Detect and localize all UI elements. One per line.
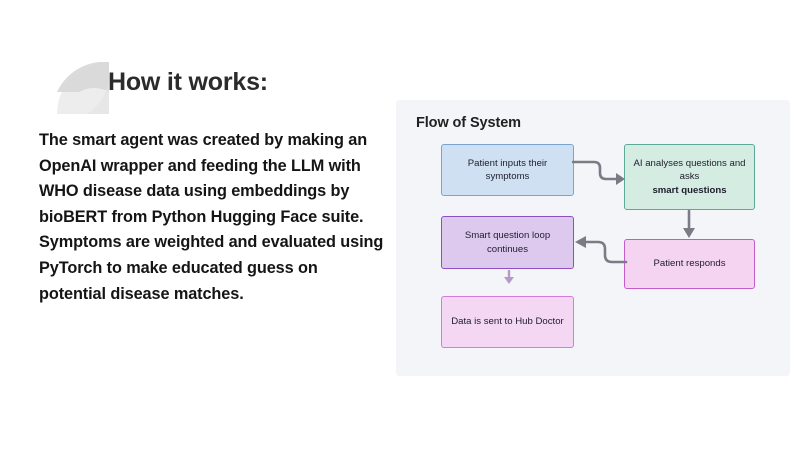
flow-node-patient-responds[interactable]: Patient responds <box>624 239 755 289</box>
left-text-column: How it works: The smart agent was create… <box>0 0 396 453</box>
flow-node-hub-doctor[interactable]: Data is sent to Hub Doctor <box>441 296 574 348</box>
flow-node-ai-analyses[interactable]: AI analyses questions and asks smart que… <box>624 144 755 210</box>
diagram-title: Flow of System <box>416 115 521 131</box>
flow-node-patient-inputs[interactable]: Patient inputs their symptoms <box>441 144 574 196</box>
flow-node-label: Patient responds <box>653 258 726 270</box>
flow-node-label: AI analyses questions and asks <box>633 157 746 183</box>
flow-node-label: Patient inputs their symptoms <box>467 157 548 183</box>
flow-node-label: Data is sent to Hub Doctor <box>451 316 564 328</box>
flow-node-label: Smart question loop continues <box>464 230 551 255</box>
body-paragraph: The smart agent was created by making an… <box>39 131 384 303</box>
connector-patient-responds-to-smart-loop <box>572 234 630 275</box>
connector-smart-loop-to-hub-doctor <box>500 269 518 295</box>
flow-node-smart-question-loop[interactable]: Smart question loop continues <box>441 216 574 269</box>
connector-patient-inputs-to-ai-analyses <box>571 156 630 195</box>
page-title: How it works: <box>108 68 268 96</box>
decorative-quarter-circle-icon <box>57 61 110 114</box>
flow-node-label-wrapper: AI analyses questions and asks smart que… <box>631 157 748 198</box>
flow-diagram-panel: Flow of System Patient inputs their symp… <box>396 100 790 376</box>
flow-node-label-emphasis: smart questions <box>652 184 727 196</box>
connector-ai-analyses-to-patient-responds <box>678 209 700 247</box>
